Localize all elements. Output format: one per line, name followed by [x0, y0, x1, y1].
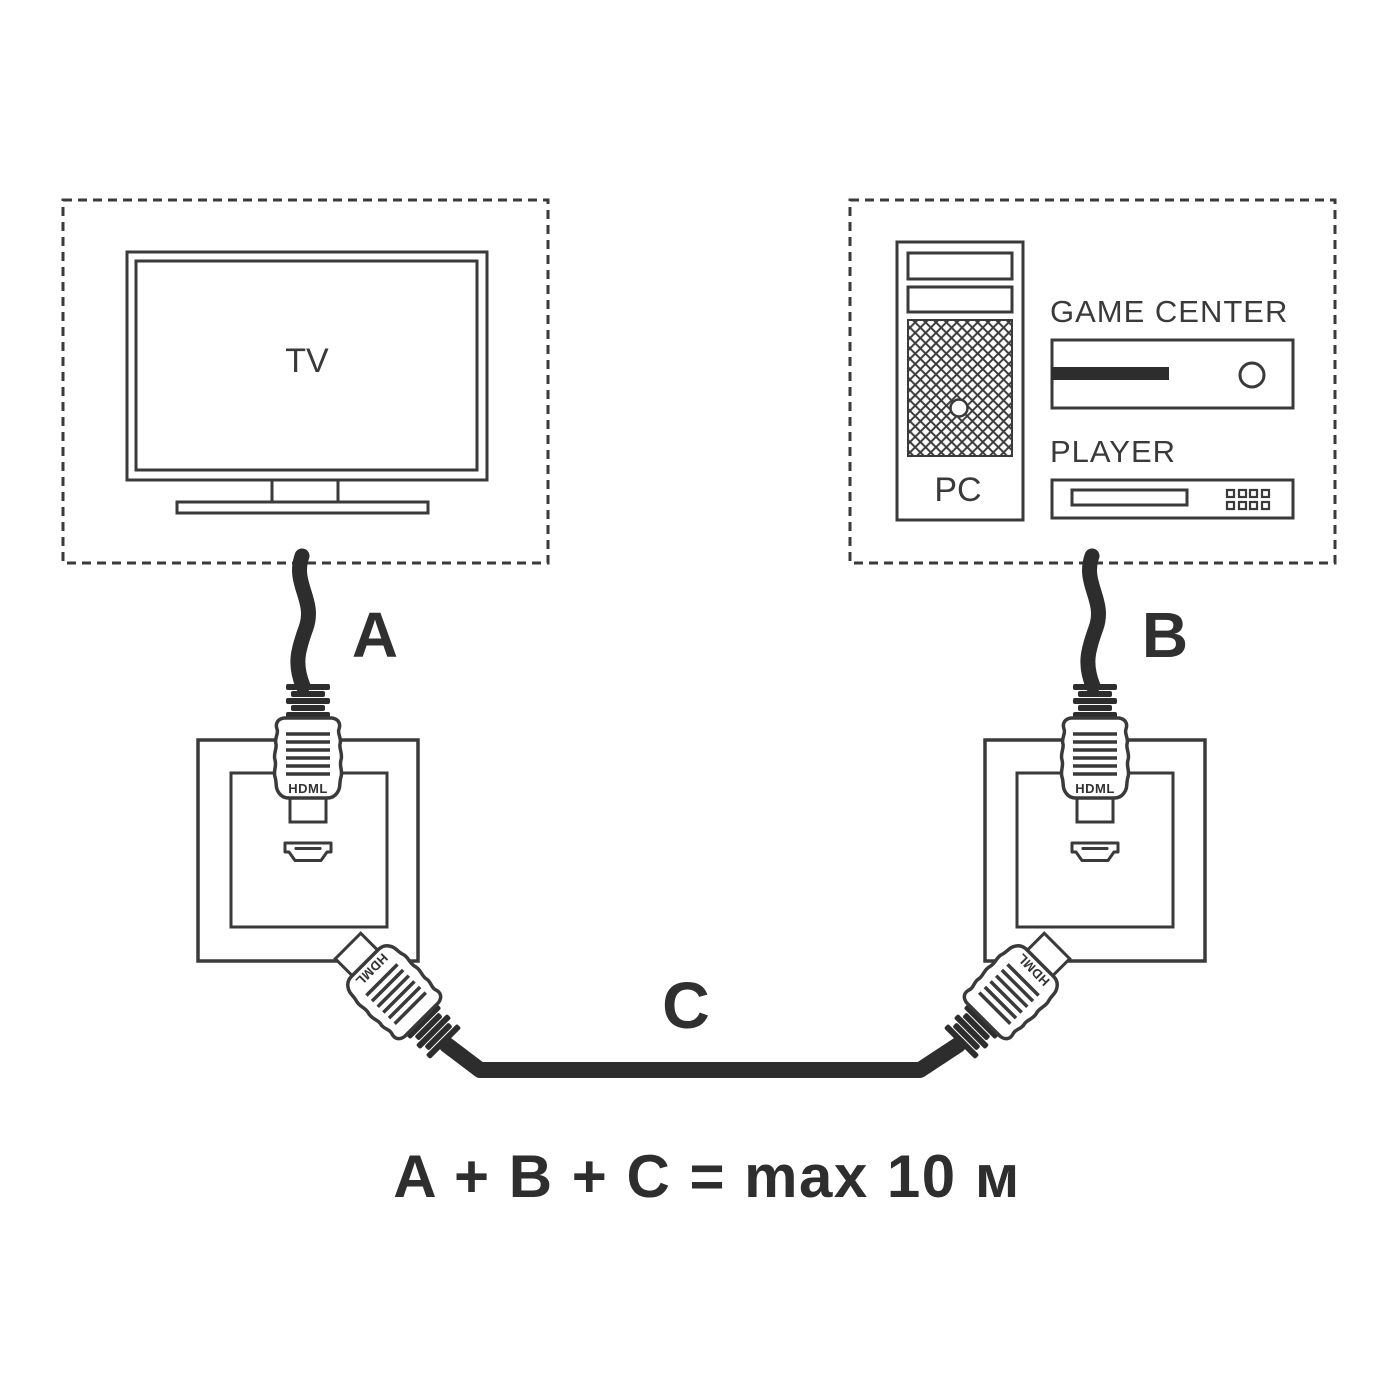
tv-label: TV	[285, 342, 329, 380]
hdmi-port-icon	[283, 841, 333, 862]
source-zone-dashed-border	[848, 198, 1337, 565]
player-disc-tray	[1070, 488, 1189, 507]
game-center-illustration: GAME CENTER	[1050, 294, 1295, 410]
hdmi-connector-c-right: HDML	[933, 920, 1083, 1070]
pc-label: PC	[934, 471, 981, 509]
player-label: PLAYER	[1050, 434, 1176, 469]
player-button	[1225, 500, 1236, 511]
pc-drive-bay	[906, 285, 1014, 314]
pc-vent-grille	[907, 319, 1013, 457]
cable-a	[290, 548, 316, 694]
hdmi-connector-b: HDML	[1059, 682, 1131, 824]
player-button	[1260, 488, 1271, 499]
cable-a-label: A	[352, 599, 398, 671]
tv-zone: TV	[61, 198, 550, 565]
hdmi-connector-print: HDML	[1075, 781, 1115, 796]
tv-stand-base	[175, 500, 430, 515]
player-button	[1260, 500, 1271, 511]
player-button	[1237, 488, 1248, 499]
player-button	[1248, 488, 1259, 499]
source-zone: PC GAME CENTER PLAYER	[848, 198, 1337, 565]
cable-b-label: B	[1142, 599, 1188, 671]
game-console-power-button	[1238, 361, 1266, 389]
length-formula: A + B + C = max 10 м	[393, 1143, 1020, 1210]
pc-drive-bay	[906, 251, 1014, 281]
player-buttons	[1225, 488, 1271, 511]
hdmi-connector-print: HDML	[288, 781, 328, 796]
player-button	[1237, 500, 1248, 511]
pc-tower-illustration: PC	[895, 240, 1025, 522]
tv-illustration: TV	[125, 250, 489, 515]
player-button	[1248, 500, 1259, 511]
player-button	[1225, 488, 1236, 499]
tv-stand-neck	[270, 478, 340, 505]
tv-zone-dashed-border	[61, 198, 550, 565]
tv-screen	[134, 259, 479, 472]
player-illustration: PLAYER	[1050, 434, 1295, 520]
cable-c	[439, 1037, 966, 1078]
game-console-slot	[1051, 367, 1169, 380]
hdmi-port-icon	[1070, 841, 1120, 862]
pc-power-button	[949, 398, 969, 418]
hdmi-connector-a: HDML	[272, 682, 344, 824]
cable-c-label: C	[662, 968, 710, 1042]
hdmi-connector-c-left: HDML	[322, 920, 472, 1070]
game-center-label: GAME CENTER	[1050, 294, 1288, 329]
cable-b	[1080, 548, 1106, 694]
